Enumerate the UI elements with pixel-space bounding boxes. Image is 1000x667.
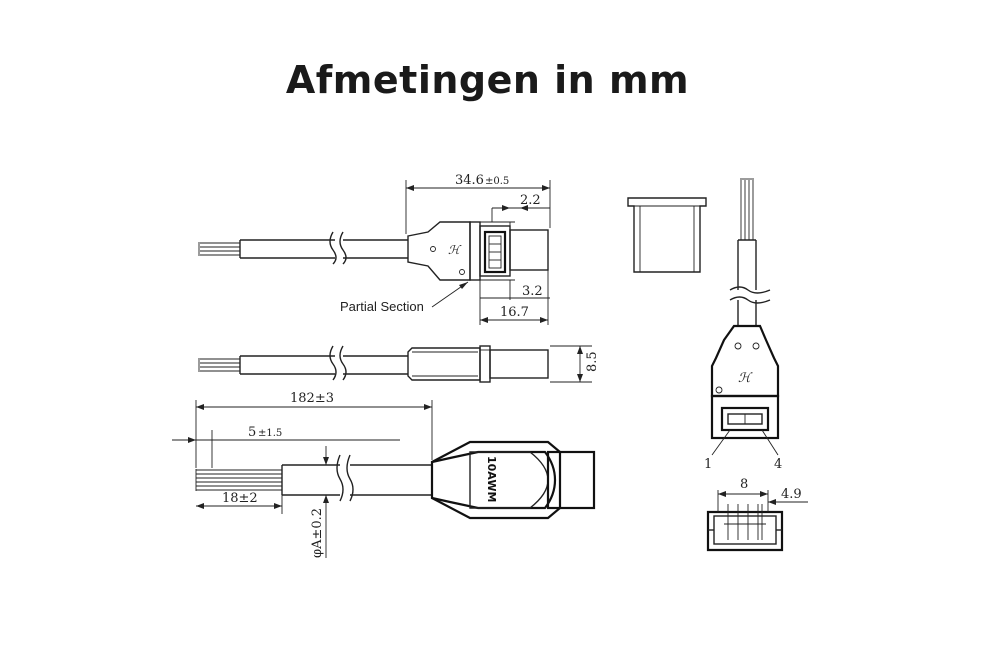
dim-overall-length-tol: ±0.5 xyxy=(485,176,509,187)
dim-depth-value: 4.9 xyxy=(781,487,802,502)
bottom-view-cable xyxy=(281,454,432,502)
dim-strip-length-tol: ±1.5 xyxy=(258,428,282,439)
dim-section-offset: 3.2 xyxy=(479,280,550,325)
front-view-connector: ℋ xyxy=(710,324,780,440)
bottom-view-wires xyxy=(195,469,282,491)
dim-body-length-value: 16.7 xyxy=(500,305,529,320)
dim-strip-length: 5 ±1.5 xyxy=(172,425,400,468)
pin-1-label: 1 xyxy=(704,457,712,472)
pin-end-pins xyxy=(724,504,766,540)
housing-cap-view xyxy=(627,197,707,273)
dim-pitch-span: 8 xyxy=(717,477,769,512)
top-view: ℋ 34.6 ±0.5 2.2 3.2 xyxy=(198,173,551,325)
side-view: 8.5 xyxy=(198,345,600,383)
dim-height: 8.5 xyxy=(550,345,600,383)
side-view-connector xyxy=(407,345,549,383)
dim-height-value: 8.5 xyxy=(585,351,600,372)
dim-cable-diameter-value: φA±0.2 xyxy=(310,508,325,558)
dim-overall-length-value: 34.6 xyxy=(455,173,484,188)
dim-cable-diameter: φA±0.2 xyxy=(310,446,329,558)
dim-tip-width: 2.2 xyxy=(491,193,550,222)
dim-body-length: 16.7 xyxy=(480,270,549,325)
bottom-view-connector: 10AWM xyxy=(430,440,596,520)
front-view-wires xyxy=(740,178,754,240)
pin-labels: 1 4 xyxy=(704,429,782,472)
dim-cable-length: 182±3 xyxy=(195,391,433,468)
front-view: ℋ 1 4 xyxy=(704,178,782,472)
top-view-connector-body: ℋ xyxy=(407,221,549,281)
dim-depth: 4.9 xyxy=(768,487,808,505)
top-view-cable xyxy=(239,231,408,265)
front-view-logo: ℋ xyxy=(738,371,753,386)
dim-cable-length-value: 182±3 xyxy=(290,391,334,406)
side-view-wires xyxy=(198,358,240,372)
pin-4-label: 4 xyxy=(774,457,782,472)
dim-strip-length-value: 5 xyxy=(248,425,256,440)
bottom-view: 10AWM 182±3 5 ±1.5 18±2 xyxy=(172,391,596,558)
dim-pitch-span-value: 8 xyxy=(740,477,748,492)
top-view-logo: ℋ xyxy=(448,243,462,257)
dim-overall-length: 34.6 ±0.5 xyxy=(405,173,551,234)
dim-section-offset-value: 3.2 xyxy=(522,284,543,299)
pin-end-view: 8 4.9 xyxy=(706,477,808,552)
side-view-cable xyxy=(239,345,408,381)
dim-lead-length: 18±2 xyxy=(196,491,283,514)
front-view-cable xyxy=(729,239,771,326)
page-title: Afmetingen in mm xyxy=(285,58,690,102)
partial-section-label: Partial Section xyxy=(340,299,424,314)
top-view-wires xyxy=(198,242,240,256)
dim-lead-length-value: 18±2 xyxy=(222,491,258,506)
dim-tip-width-value: 2.2 xyxy=(520,193,541,208)
body-marking: 10AWM xyxy=(485,456,498,502)
